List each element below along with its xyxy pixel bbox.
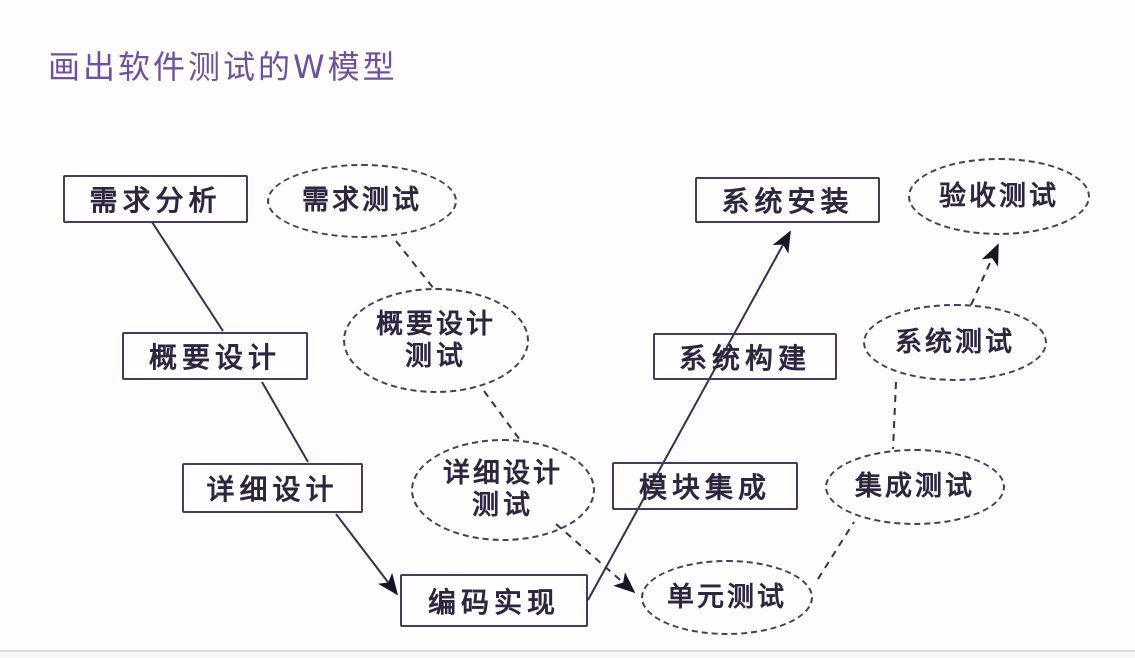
dev-step-system-install-label: 系统安装 — [721, 185, 854, 218]
dev-step-coding: 编码实现 — [400, 574, 588, 627]
dev-step-req-analysis: 需求分析 — [63, 175, 248, 223]
dev-step-req-analysis-label: 需求分析 — [89, 184, 222, 217]
test-step-outline-test: 概要设计 测试 — [343, 288, 529, 393]
dev-step-module-integration-label: 模块集成 — [638, 471, 771, 504]
test-step-detail-test-line1: 详细设计 — [443, 458, 563, 490]
edge-outline-design-detail-design — [261, 381, 309, 463]
dev-step-outline-design-label: 概要设计 — [148, 341, 281, 374]
test-step-req-test-label: 需求测试 — [302, 185, 422, 217]
test-step-integration-test: 集成测试 — [825, 449, 1005, 525]
test-step-outline-test-line2: 测试 — [405, 340, 467, 372]
test-step-integration-test-label: 集成测试 — [855, 471, 975, 503]
test-step-system-test: 系统测试 — [863, 304, 1047, 381]
dev-step-module-integration: 模块集成 — [612, 462, 798, 510]
edge-system-test-acceptance-test-arrow — [970, 243, 999, 306]
test-step-detail-test: 详细设计 测试 — [411, 439, 595, 541]
dev-step-system-build: 系统构建 — [653, 333, 837, 380]
bottom-divider-line — [0, 650, 1135, 652]
edge-unit-test-integration-test — [817, 521, 855, 580]
test-step-unit-test: 单元测试 — [641, 560, 813, 635]
dev-step-system-install: 系统安装 — [695, 177, 880, 223]
dev-step-coding-label: 编码实现 — [427, 585, 560, 619]
edge-req-analysis-outline-design — [151, 221, 224, 332]
test-step-system-test-label: 系统测试 — [895, 326, 1015, 358]
dev-step-system-build-label: 系统构建 — [678, 341, 811, 375]
test-step-acceptance-test: 验收测试 — [908, 158, 1090, 235]
edge-integration-test-system-test — [892, 381, 897, 450]
edge-detail-design-coding-arrow — [335, 513, 399, 596]
edge-req-test-outline-test — [395, 240, 435, 290]
dev-step-outline-design: 概要设计 — [122, 332, 308, 380]
test-step-req-test: 需求测试 — [267, 164, 457, 238]
dev-step-detail-design: 详细设计 — [182, 463, 363, 513]
test-step-acceptance-test-label: 验收测试 — [939, 180, 1059, 212]
test-step-outline-test-line1: 概要设计 — [376, 308, 496, 340]
page-title: 画出软件测试的W模型 — [48, 48, 398, 86]
dev-step-detail-design-label: 详细设计 — [206, 473, 339, 506]
edge-outline-test-detail-test — [483, 390, 521, 441]
edge-coding-system-install-arrow — [587, 230, 791, 601]
test-step-unit-test-label: 单元测试 — [667, 581, 787, 613]
bottom-strip — [0, 652, 1135, 658]
edge-detail-test-unit-test-arrow — [555, 523, 636, 594]
test-step-detail-test-line2: 测试 — [472, 490, 534, 521]
